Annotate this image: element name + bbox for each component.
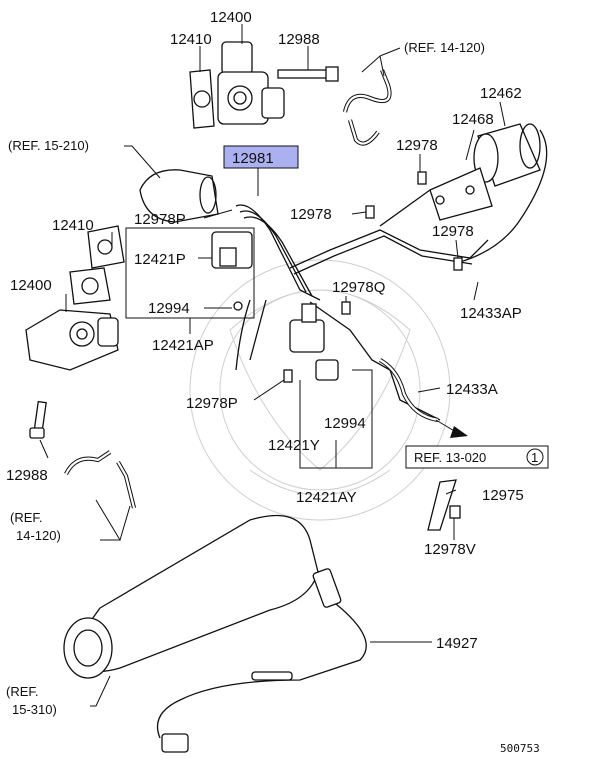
- gasket-top[interactable]: [189, 69, 215, 129]
- label-12400-top[interactable]: 12400: [210, 9, 252, 26]
- label-12978-right2[interactable]: 12978: [432, 223, 474, 240]
- label-12433AP[interactable]: 12433AP: [460, 305, 522, 322]
- solenoid-12421Y[interactable]: [289, 303, 339, 381]
- label-12462[interactable]: 12462: [480, 85, 522, 102]
- egr-valve-top[interactable]: [217, 41, 285, 125]
- label-12421AY[interactable]: 12421AY: [296, 489, 357, 506]
- ref-13-020[interactable]: REF. 13-020: [414, 450, 486, 465]
- ref-13-020-box[interactable]: [405, 445, 549, 469]
- label-12981[interactable]: 12981: [232, 150, 274, 167]
- group-box-12421Y: [299, 369, 373, 469]
- bolt-12978P-low[interactable]: [283, 369, 293, 383]
- intake-elbow[interactable]: [139, 169, 219, 223]
- ref-15-310-a[interactable]: (REF.: [6, 684, 39, 699]
- label-12978P-low[interactable]: 12978P: [186, 395, 238, 412]
- ref-15-210[interactable]: (REF. 15-210): [8, 138, 89, 153]
- bolt-left[interactable]: [29, 400, 47, 439]
- diagram-code: 500753: [500, 742, 540, 755]
- egr-valve-left[interactable]: [25, 309, 119, 371]
- label-12978-right[interactable]: 12978: [396, 137, 438, 154]
- ref-14-120-low-a[interactable]: (REF.: [10, 510, 43, 525]
- ref-15-310-b[interactable]: 15-310): [12, 702, 57, 717]
- vacuum-hose-set[interactable]: [235, 129, 548, 421]
- gasket-left-2[interactable]: [69, 267, 111, 305]
- label-12975[interactable]: 12975: [482, 487, 524, 504]
- vacuum-tank[interactable]: [473, 123, 541, 187]
- label-12978V[interactable]: 12978V: [424, 541, 476, 558]
- hose-top-right[interactable]: [342, 69, 392, 146]
- hose-left[interactable]: [64, 450, 137, 509]
- label-12978-mid[interactable]: 12978: [290, 206, 332, 223]
- label-12994-low[interactable]: 12994: [324, 415, 366, 432]
- label-12988-top[interactable]: 12988: [278, 31, 320, 48]
- ref-13-020-arrow: [435, 419, 468, 438]
- oxygen-sensor[interactable]: [156, 568, 367, 753]
- ref-13-020-index: 1: [531, 450, 538, 465]
- label-12433A[interactable]: 12433A: [446, 381, 498, 398]
- vacuum-hose-12433A[interactable]: [378, 358, 439, 423]
- bolt-12978-mid[interactable]: [365, 205, 375, 219]
- label-14927[interactable]: 14927: [436, 635, 478, 652]
- watermark-emblem: [189, 259, 451, 521]
- label-12994-box[interactable]: 12994: [148, 300, 190, 317]
- gasket-left[interactable]: [87, 225, 125, 269]
- label-12410-top[interactable]: 12410: [170, 31, 212, 48]
- bolt-top[interactable]: [277, 66, 339, 82]
- bolt-12978-right2[interactable]: [453, 257, 463, 271]
- highlight-12981: [223, 145, 299, 169]
- label-12421AP[interactable]: 12421AP: [152, 337, 214, 354]
- ref-14-120-top[interactable]: (REF. 14-120): [404, 40, 485, 55]
- label-12421P[interactable]: 12421P: [134, 251, 186, 268]
- label-12978Q[interactable]: 12978Q: [332, 279, 385, 296]
- ref-14-120-low-b[interactable]: 14-120): [16, 528, 61, 543]
- bolt-12978-right[interactable]: [417, 171, 427, 185]
- catalytic-converter[interactable]: [63, 514, 319, 679]
- bracket-12975[interactable]: [427, 479, 457, 531]
- label-12988-left[interactable]: 12988: [6, 467, 48, 484]
- label-12468[interactable]: 12468: [452, 111, 494, 128]
- bracket-12468[interactable]: [429, 167, 493, 221]
- label-12978P-box[interactable]: 12978P: [134, 211, 186, 228]
- label-12400-left[interactable]: 12400: [10, 277, 52, 294]
- bolt-12978Q[interactable]: [341, 301, 351, 315]
- leader-lines: [39, 24, 506, 707]
- bolt-12978V[interactable]: [449, 505, 461, 519]
- label-12410-left[interactable]: 12410: [52, 217, 94, 234]
- solenoid-12421P[interactable]: [211, 231, 253, 311]
- label-12421Y[interactable]: 12421Y: [268, 437, 320, 454]
